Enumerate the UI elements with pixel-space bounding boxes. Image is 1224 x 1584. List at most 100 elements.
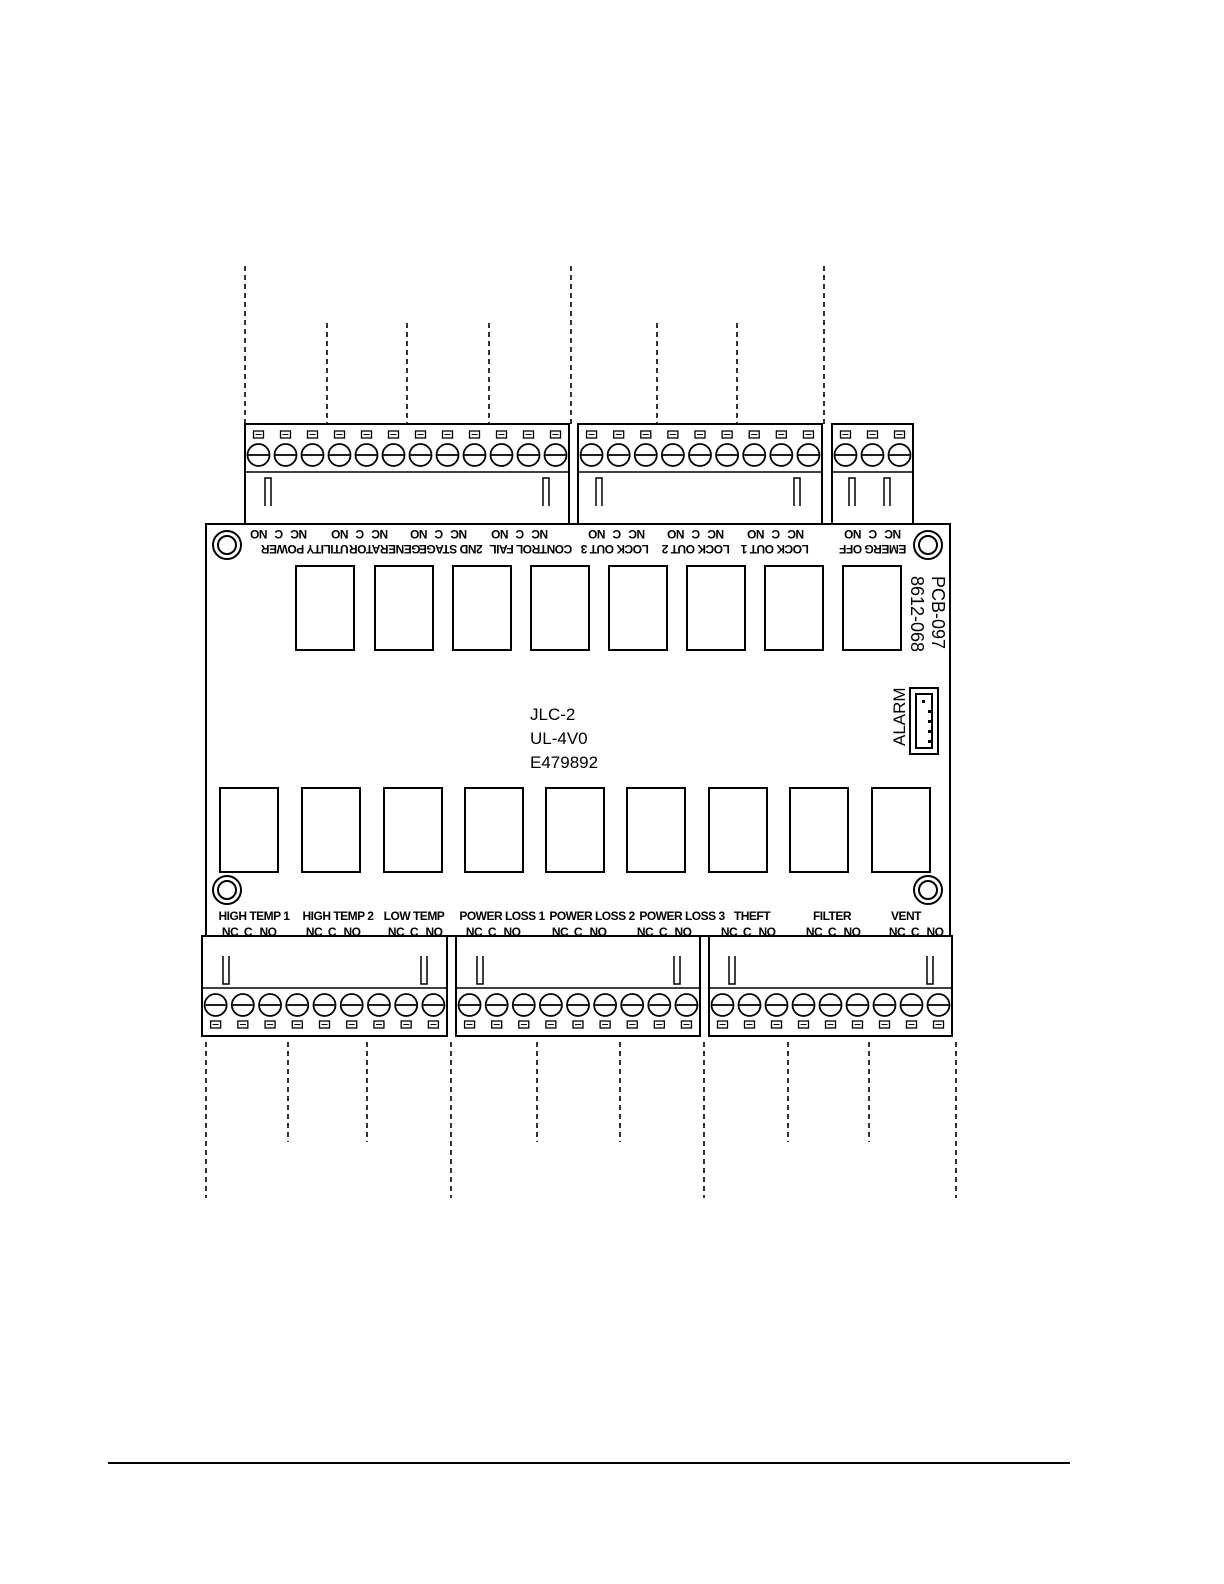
terminal-screw [246, 443, 271, 467]
terminal-slot [721, 430, 733, 439]
terminal-slot [653, 1020, 665, 1029]
top-relay-name: 2ND STAGE [419, 542, 483, 556]
terminal-screw [926, 993, 951, 1017]
terminal-slot [905, 1020, 918, 1029]
terminal-screw [327, 443, 352, 467]
bottom-nc-label: NC [306, 925, 323, 939]
bottom-no-label: NO [759, 925, 776, 939]
block-latch [420, 956, 428, 985]
relay [789, 787, 849, 873]
terminal-screw [715, 443, 740, 467]
terminal-screw [647, 993, 672, 1017]
terminal-screw [516, 443, 541, 467]
top-terminal-blocks [244, 423, 914, 525]
terminal-slot [518, 1020, 530, 1029]
block-latch [542, 477, 550, 506]
bottom-relay-name: HIGH TEMP 2 [303, 909, 375, 923]
terminal-screw [674, 993, 699, 1017]
top-c-label: C [515, 527, 524, 541]
terminal-screw [421, 993, 446, 1017]
bottom-c-label: C [911, 925, 920, 939]
bottom-relay-name: VENT [891, 909, 922, 923]
relay [686, 565, 746, 651]
terminal-slot [495, 430, 508, 439]
terminal-block-body [201, 935, 448, 1037]
top-no-label: NO [747, 527, 764, 541]
terminal-block [577, 423, 823, 525]
bottom-relay-name: POWER LOSS 1 [459, 909, 545, 923]
alarm-connector [909, 687, 939, 755]
terminal-slot [748, 430, 760, 439]
top-relay-name: CONTROL FAIL [490, 542, 573, 556]
bottom-no-label: NO [675, 925, 692, 939]
part-number-label: 8612-068 [907, 576, 927, 652]
terminal-screw [860, 443, 885, 467]
relays-top-row [295, 565, 902, 651]
block-latch [222, 956, 230, 985]
bottom-c-label: C [828, 925, 837, 939]
mounting-hole-bottom-right [913, 875, 943, 905]
terminal-screw [791, 993, 816, 1017]
bottom-nc-label: NC [222, 925, 239, 939]
relay [530, 565, 590, 651]
top-no-label: NO [410, 527, 427, 541]
terminal-screw [593, 993, 618, 1017]
bottom-relay-name: POWER LOSS 3 [639, 909, 725, 923]
terminal-slot [775, 430, 787, 439]
terminal-slot [463, 1020, 476, 1029]
dashed-wire-lines [205, 266, 957, 1198]
terminal-slot [237, 1020, 249, 1029]
terminal-slot [878, 1020, 891, 1029]
terminal-screw [484, 993, 509, 1017]
terminal-slot [599, 1020, 611, 1029]
bottom-no-label: NO [844, 925, 861, 939]
terminal-screw [538, 993, 563, 1017]
terminal-screw [435, 443, 460, 467]
terminal-slot [441, 430, 454, 439]
top-c-label: C [434, 527, 443, 541]
top-nc-label: NC [628, 527, 645, 541]
terminal-screw [710, 993, 735, 1017]
terminal-screw [764, 993, 789, 1017]
terminal-screw [606, 443, 631, 467]
mounting-hole-top-left [212, 530, 242, 560]
block-latch [476, 956, 484, 985]
terminal-screw [394, 993, 419, 1017]
terminal-slot [545, 1020, 557, 1029]
top-nc-label: NC [450, 527, 467, 541]
bottom-c-label: C [244, 925, 253, 939]
terminal-screw [203, 993, 228, 1017]
terminal-block [455, 935, 701, 1037]
top-no-label: NO [250, 527, 267, 541]
terminal-screw [566, 993, 590, 1017]
terminal-screw [742, 443, 767, 467]
terminal-screw [887, 443, 912, 467]
terminal-slot [306, 430, 319, 439]
terminal-slot [716, 1020, 729, 1029]
bottom-no-label: NO [927, 925, 944, 939]
terminal-slot [264, 1020, 276, 1029]
terminal-slot [291, 1020, 303, 1029]
bottom-nc-label: NC [806, 925, 823, 939]
terminal-screw [462, 443, 487, 467]
top-no-label: NO [844, 527, 861, 541]
terminal-screw [543, 443, 568, 467]
relay [219, 787, 279, 873]
terminal-screw [633, 443, 658, 467]
bottom-terminal-blocks [201, 935, 953, 1037]
bottom-relay-name: LOW TEMP [384, 909, 445, 923]
terminal-screw [489, 443, 514, 467]
relay [374, 565, 434, 651]
terminal-screw [737, 993, 762, 1017]
terminal-screw [300, 443, 325, 467]
block-latch [673, 956, 681, 985]
relay [383, 787, 443, 873]
top-nc-label: NC [531, 527, 548, 541]
bottom-c-label: C [743, 925, 752, 939]
block-latch [793, 477, 801, 506]
terminal-screw [620, 993, 645, 1017]
terminal-screw [818, 993, 843, 1017]
top-c-label: C [355, 527, 364, 541]
